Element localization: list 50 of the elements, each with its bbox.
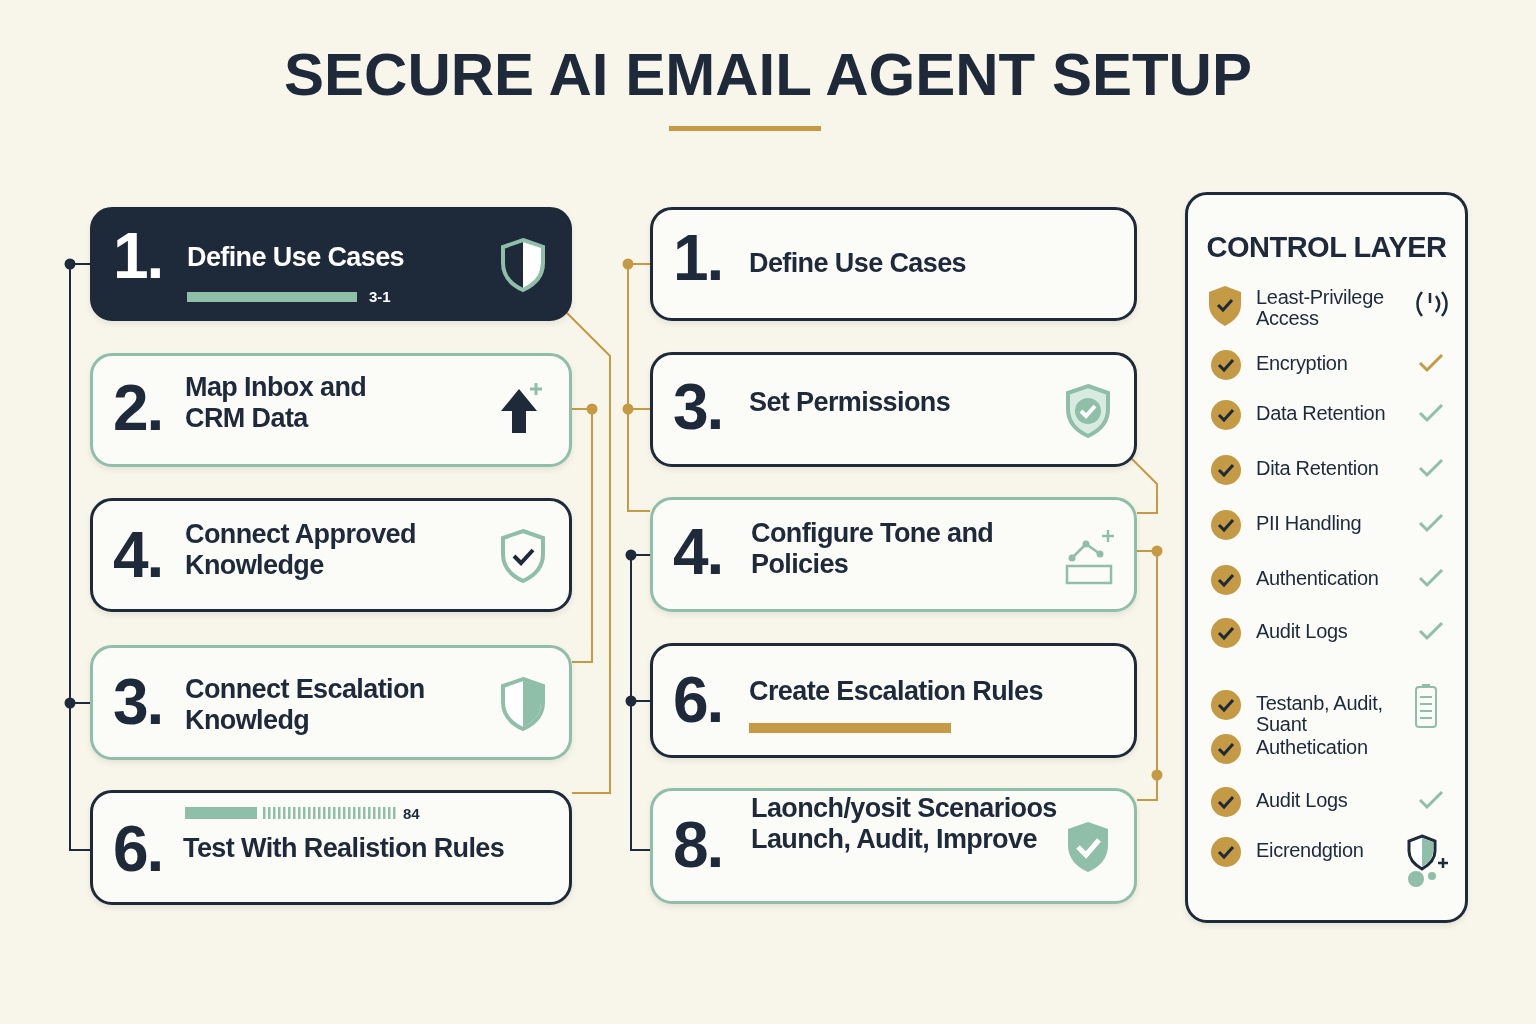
- step-title: Connect Escalation Knowledg: [185, 674, 426, 737]
- connector-line: [571, 408, 593, 663]
- step-number: 6.: [113, 817, 163, 881]
- control-item: Least-Privilege Access: [1256, 287, 1385, 329]
- control-item: Testanb, Audit, Suant: [1256, 693, 1384, 735]
- control-item: Authetication: [1256, 737, 1369, 758]
- progress-value: 3-1: [369, 288, 391, 306]
- panel-heading: CONTROL LAYER: [1205, 231, 1448, 265]
- step-number: 4.: [673, 520, 723, 584]
- connector-line: [1129, 456, 1158, 514]
- step-card: [650, 207, 1137, 321]
- step-number: 1.: [673, 226, 723, 290]
- step-title: Laonch/yosit Scenarioos Launch, Audit, Improve: [751, 793, 1058, 856]
- step-title: Test With Realistion Rules: [183, 833, 506, 865]
- control-item: Dita Retention: [1256, 458, 1380, 479]
- step-number: 6.: [673, 668, 723, 732]
- step-number: 1.: [113, 224, 163, 288]
- step-title: Configure Tone and Policies: [751, 518, 995, 581]
- step-title: Define Use Cases: [187, 242, 404, 274]
- step-title: Set Permissions: [749, 387, 951, 419]
- step-card: [650, 352, 1137, 467]
- control-item: Audit Logs: [1256, 621, 1349, 642]
- control-panel: [1185, 192, 1468, 923]
- step-card: [650, 643, 1137, 758]
- step-card: [650, 788, 1137, 904]
- title: SECURE AI EMAIL AGENT SETUP: [283, 40, 1253, 109]
- progress-value: 84: [403, 805, 420, 823]
- step-card: [90, 207, 572, 321]
- control-item: Authentication: [1256, 568, 1380, 589]
- step-card: [650, 497, 1137, 612]
- step-title: Define Use Cases: [749, 248, 966, 280]
- step-number: 4.: [113, 523, 163, 587]
- control-item: Eicrendgtion: [1256, 840, 1365, 861]
- step-number: 2.: [113, 376, 163, 440]
- step-card: [90, 645, 572, 760]
- step-number: 3.: [113, 670, 163, 734]
- control-item: Data Retention: [1256, 403, 1387, 424]
- step-title: Create Escalation Rules: [749, 676, 1043, 708]
- step-title: Map Inbox and CRM Data: [185, 372, 368, 435]
- step-card: [90, 353, 572, 467]
- step-number: 8.: [673, 813, 723, 877]
- control-item: PII Handling: [1256, 513, 1363, 534]
- step-number: 3.: [673, 375, 723, 439]
- step-title: Connect Approved Knowledge: [185, 519, 417, 582]
- connector-line: [1136, 550, 1158, 801]
- step-card: [90, 498, 572, 612]
- step-card: [90, 790, 572, 905]
- connector-line: [564, 310, 611, 794]
- control-item: Audit Logs: [1256, 790, 1349, 811]
- control-item: Encryption: [1256, 353, 1349, 374]
